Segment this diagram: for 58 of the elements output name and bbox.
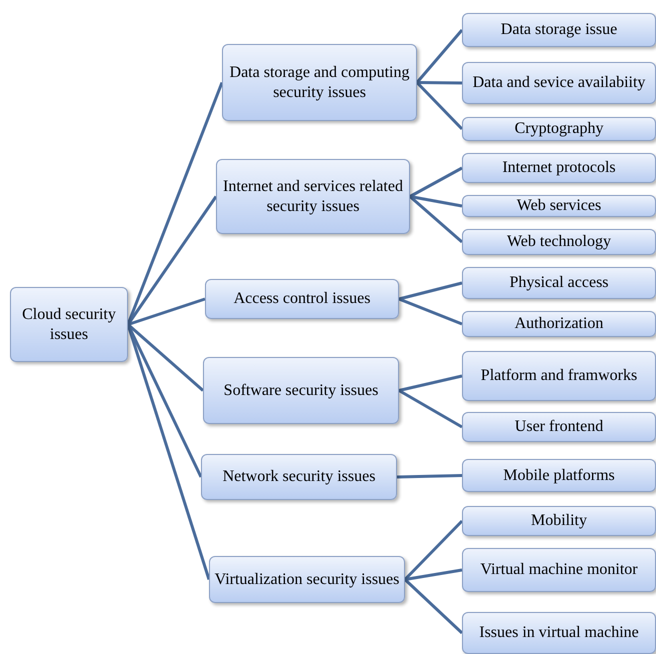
node-label: Virtualization security issues: [214, 570, 400, 590]
connector-line: [396, 474, 462, 478]
topic-box: [203, 357, 399, 424]
node-label: Access control issues: [234, 289, 370, 309]
node-label: Virtual machine monitor: [480, 560, 638, 580]
node-label: Software security issues: [224, 380, 378, 400]
connector-line: [404, 578, 464, 634]
connector-line: [404, 568, 462, 581]
node-label: Data storage and computing security issues: [228, 62, 410, 102]
node-label: Issues in virtual machine: [479, 623, 639, 643]
node-label: Web technology: [506, 232, 611, 252]
node-label: Platform and framworks: [480, 366, 638, 386]
topic-box: [462, 612, 656, 654]
node-label: Web services: [516, 196, 602, 216]
topic-box: [462, 412, 656, 442]
topic-box: [462, 153, 656, 183]
node-label: Data storage issue: [500, 20, 618, 40]
connector-line: [416, 81, 464, 130]
topic-box: [222, 44, 417, 121]
connector-line: [398, 374, 462, 392]
topic-box: [209, 556, 405, 603]
node-label: Cloud security issues: [21, 304, 117, 344]
node-label: User frontend: [514, 417, 604, 437]
node-label: Authorization: [514, 314, 604, 334]
topic-box: [462, 459, 656, 492]
topic-box: [462, 311, 656, 337]
connector-line: [127, 323, 204, 392]
topic-box: [216, 159, 410, 234]
connector-line: [398, 389, 463, 428]
node-label: Mobile platforms: [503, 466, 615, 486]
connector-line: [398, 298, 463, 326]
topic-box: [462, 506, 656, 536]
node-label: Internet and services related security issues: [222, 176, 404, 216]
node-label: Internet protocols: [502, 158, 616, 178]
topic-box: [462, 351, 656, 401]
topic-box: [462, 117, 656, 141]
topic-box: [462, 548, 656, 592]
connector-line: [416, 29, 464, 84]
topic-box: [462, 13, 656, 47]
topic-box: [201, 454, 397, 500]
topic-box: [205, 279, 399, 319]
connector-line: [410, 195, 462, 208]
node-label: Network security issues: [222, 467, 376, 487]
topic-box: [462, 267, 656, 299]
topic-box: [462, 229, 656, 255]
topic-box: [10, 287, 128, 362]
node-label: Data and sevice availabiity: [472, 73, 646, 93]
connector-line: [409, 166, 463, 198]
node-label: Physical access: [509, 273, 609, 293]
topic-box: [462, 195, 656, 217]
connector-line: [416, 81, 462, 84]
connector-line: [398, 282, 462, 300]
connector-line: [409, 195, 463, 244]
node-label: Cryptography: [514, 119, 604, 139]
connector-line: [404, 520, 464, 581]
node-label: Mobility: [530, 511, 587, 531]
connector-line: [128, 298, 206, 326]
topic-box: [462, 62, 656, 104]
